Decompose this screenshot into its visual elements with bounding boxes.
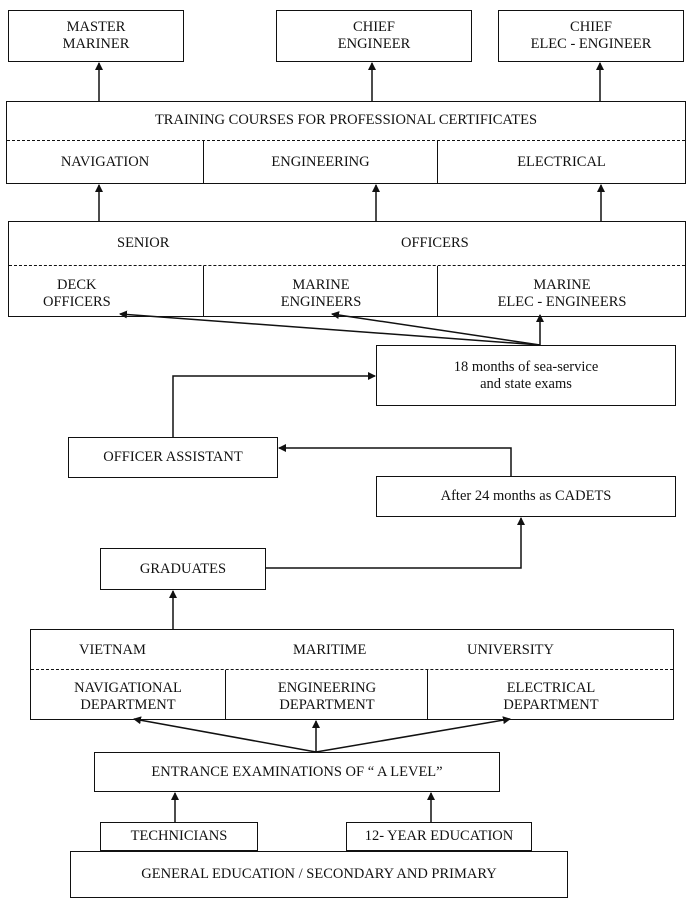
chief-engineer-line2: ENGINEER: [337, 36, 411, 52]
electrical-dept-line2: DEPARTMENT: [503, 697, 599, 713]
vietnam-label: VIETNAM: [79, 642, 146, 658]
marine-engineers: MARINE ENGINEERS: [205, 272, 437, 316]
arrow-entrance-to-electrical: [315, 716, 511, 753]
training-col-sep-2: [437, 141, 438, 183]
navigational-dept-line1: NAVIGATIONAL: [74, 680, 182, 696]
chief-engineer-line1: CHIEF: [353, 19, 395, 35]
marine-elec-line1: MARINE: [533, 277, 591, 293]
officer-assistant-label: OFFICER ASSISTANT: [103, 449, 243, 465]
arrow-sea-to-deck: [119, 310, 541, 346]
arrow-assistant-to-sea: [172, 372, 376, 437]
university-col-sep-2: [427, 670, 428, 719]
twelve-year-box: 12- YEAR EDUCATION: [346, 822, 532, 851]
master-mariner-line1: MASTER: [66, 19, 126, 35]
chief-elec-line1: CHIEF: [570, 19, 612, 35]
chief-engineer-box: CHIEF ENGINEER: [276, 10, 472, 62]
arrow-entrance-to-navigational: [133, 716, 317, 753]
electrical-department: ELECTRICAL DEPARTMENT: [429, 676, 673, 718]
arrow-sea-to-marine: [331, 311, 541, 346]
graduates-label: GRADUATES: [139, 560, 227, 577]
senior-col-sep-1: [203, 266, 204, 316]
training-engineering: ENGINEERING: [271, 153, 370, 170]
university-box: VIETNAM MARITIME UNIVERSITY NAVIGATIONAL…: [30, 629, 674, 720]
deck-officers: DECK OFFICERS: [9, 272, 203, 316]
navigational-dept-line2: DEPARTMENT: [80, 697, 176, 713]
university-divider: [31, 669, 673, 670]
deck-officers-line1: DECK: [57, 277, 97, 293]
officers-label: OFFICERS: [401, 235, 469, 251]
university-col-sep-1: [225, 670, 226, 719]
senior-divider: [9, 265, 685, 266]
technicians-box: TECHNICIANS: [100, 822, 258, 851]
sea-service-line2: and state exams: [480, 375, 572, 392]
sea-service-line1: 18 months of sea-service: [453, 358, 599, 375]
navigational-department: NAVIGATIONAL DEPARTMENT: [31, 676, 225, 718]
technicians-label: TECHNICIANS: [130, 828, 228, 844]
senior-officers-box: SENIOR OFFICERS DECK OFFICERS MARINE ENG…: [8, 221, 686, 317]
general-education-label: GENERAL EDUCATION / SECONDARY AND PRIMAR…: [141, 866, 497, 882]
training-divider: [7, 140, 685, 141]
twelve-year-label: 12- YEAR EDUCATION: [364, 828, 514, 844]
cadets-label: After 24 months as CADETS: [440, 488, 612, 504]
chief-elec-engineer-box: CHIEF ELEC - ENGINEER: [498, 10, 684, 62]
cadets-box: After 24 months as CADETS: [376, 476, 676, 517]
engineering-dept-line1: ENGINEERING: [277, 680, 377, 696]
engineering-dept-line2: DEPARTMENT: [279, 697, 375, 713]
electrical-dept-line1: ELECTRICAL: [506, 680, 596, 696]
entrance-exam-label: ENTRANCE EXAMINATIONS OF “ A LEVEL”: [151, 763, 443, 780]
chief-elec-line2: ELEC - ENGINEER: [530, 36, 652, 52]
marine-elec-engineers: MARINE ELEC - ENGINEERS: [439, 272, 685, 316]
arrow-cadets-to-assistant: [278, 444, 512, 476]
training-col-sep-1: [203, 141, 204, 183]
officer-assistant-box: OFFICER ASSISTANT: [68, 437, 278, 478]
master-mariner-line2: MARINER: [62, 36, 130, 52]
master-mariner-box: MASTER MARINER: [8, 10, 184, 62]
marine-engineers-line1: MARINE: [292, 277, 350, 293]
engineering-department: ENGINEERING DEPARTMENT: [227, 676, 427, 718]
marine-engineers-line2: ENGINEERS: [280, 294, 362, 310]
university-label: UNIVERSITY: [467, 642, 554, 658]
marine-elec-line2: ELEC - ENGINEERS: [497, 294, 627, 310]
training-courses-title: TRAINING COURSES FOR PROFESSIONAL CERTIF…: [154, 111, 538, 128]
training-courses-box: TRAINING COURSES FOR PROFESSIONAL CERTIF…: [6, 101, 686, 184]
senior-col-sep-2: [437, 266, 438, 316]
sea-service-box: 18 months of sea-service and state exams: [376, 345, 676, 406]
general-education-box: GENERAL EDUCATION / SECONDARY AND PRIMAR…: [70, 851, 568, 898]
graduates-box: GRADUATES: [100, 548, 266, 590]
entrance-exam-box: ENTRANCE EXAMINATIONS OF “ A LEVEL”: [94, 752, 500, 792]
arrow-graduates-to-cadets: [266, 517, 525, 569]
deck-officers-line2: OFFICERS: [43, 294, 111, 310]
maritime-label: MARITIME: [293, 642, 367, 658]
senior-label: SENIOR: [117, 235, 170, 251]
training-navigation: NAVIGATION: [60, 153, 150, 170]
training-electrical: ELECTRICAL: [517, 153, 606, 170]
